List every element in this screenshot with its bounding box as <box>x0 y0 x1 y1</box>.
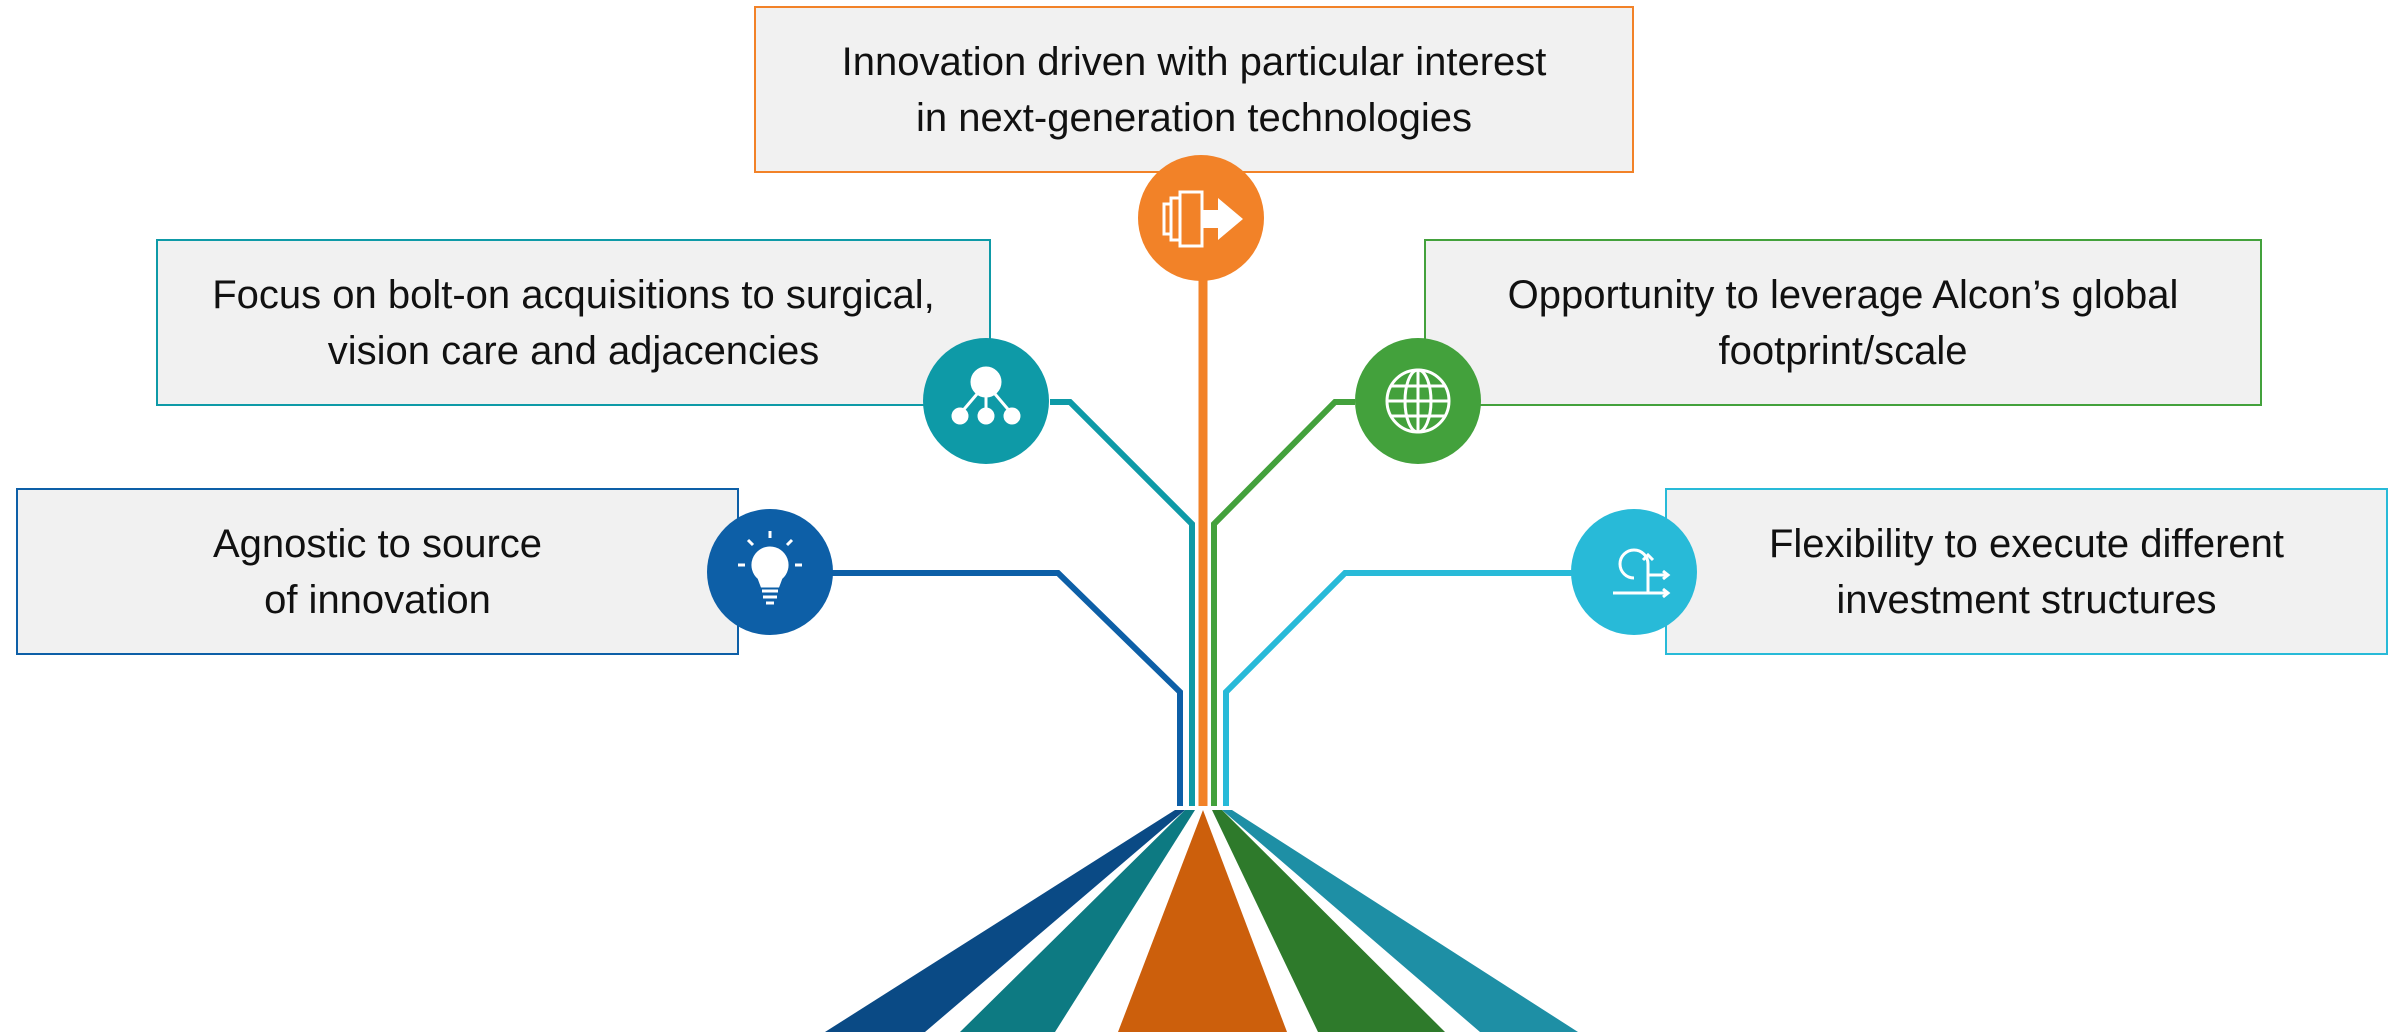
ray-cyan <box>1222 810 1578 1032</box>
ray-orange <box>1118 810 1287 1032</box>
box-lower-left: Agnostic to source of innovation <box>16 488 739 655</box>
box-lower-left-text: Agnostic to source of innovation <box>212 521 543 622</box>
box-top-text: Innovation driven with particular intere… <box>841 39 1547 140</box>
box-upper-right: Opportunity to leverage Alcon’s global f… <box>1424 239 2262 406</box>
box-upper-right-text: Opportunity to leverage Alcon’s global f… <box>1507 272 2179 373</box>
ray-navy <box>825 810 1185 1032</box>
box-top: Innovation driven with particular intere… <box>754 6 1634 173</box>
box-upper-left: Focus on bolt-on acquisitions to surgica… <box>156 239 991 406</box>
box-lower-right: Flexibility to execute different investm… <box>1665 488 2388 655</box>
box-lower-right-text: Flexibility to execute different investm… <box>1768 521 2285 622</box>
connector-cyan <box>1223 570 1573 806</box>
ray-teal <box>960 810 1195 1032</box>
base-rays <box>825 810 1578 1032</box>
connector-navy <box>832 570 1183 806</box>
connector-green <box>1211 399 1355 806</box>
ray-green <box>1212 810 1445 1032</box>
connector-teal <box>1050 399 1195 806</box>
box-upper-left-text: Focus on bolt-on acquisitions to surgica… <box>212 272 935 373</box>
